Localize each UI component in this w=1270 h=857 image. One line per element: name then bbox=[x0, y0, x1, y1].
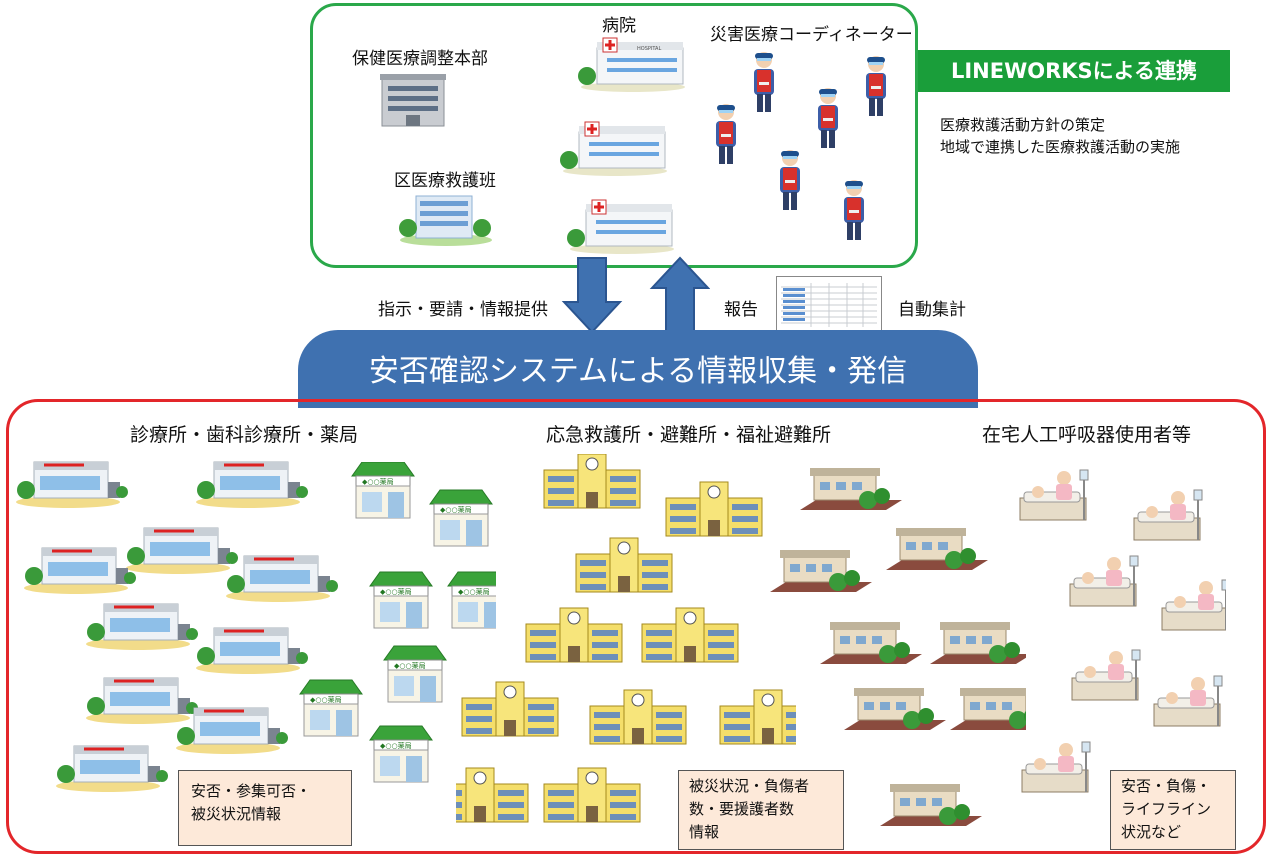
clinic-info-note: 安否・参集可否・ 被災状況情報 bbox=[178, 770, 352, 846]
home-ventilator-patients bbox=[1019, 469, 1226, 793]
home-note-line: ライフライン bbox=[1121, 800, 1212, 818]
shelter-info-note: 被災状況・負傷者 数・要援護者数 情報 bbox=[678, 770, 844, 850]
auto-aggregate-label: 自動集計 bbox=[898, 300, 966, 320]
shelter-note-line: 情報 bbox=[689, 823, 720, 841]
down-arrow-icon bbox=[561, 257, 623, 334]
shelters-header: 応急救護所・避難所・福祉避難所 bbox=[546, 424, 832, 446]
hq-building-icon bbox=[380, 74, 446, 127]
clinic-note-line: 被災状況情報 bbox=[191, 805, 282, 823]
home-note-line: 安否・負傷・ bbox=[1121, 777, 1212, 795]
hospital-icon: HOSPITAL bbox=[578, 37, 685, 92]
policy-line-1: 医療救護活動方針の策定 bbox=[940, 116, 1106, 134]
report-label: 報告 bbox=[724, 300, 758, 320]
rescue-team-label: 区医療救護班 bbox=[394, 171, 496, 191]
clinic-note-line: 安否・参集可否・ bbox=[191, 782, 312, 800]
home-note-line: 状況など bbox=[1121, 823, 1182, 841]
shelter-note-line: 数・要援護者数 bbox=[689, 800, 795, 818]
flow-arrows bbox=[561, 256, 710, 334]
hospital-sign: HOSPITAL bbox=[637, 46, 661, 52]
hospital-icon bbox=[560, 121, 667, 176]
coordinator-figures bbox=[716, 52, 886, 240]
field-sites-box bbox=[6, 399, 1266, 854]
lineworks-bar: LINEWORKSによる連携 bbox=[918, 50, 1230, 92]
coordination-group-box bbox=[310, 3, 918, 268]
up-arrow-icon bbox=[649, 256, 710, 333]
hq-label: 保健医療調整本部 bbox=[352, 49, 488, 69]
shelter-note-line: 被災状況・負傷者 bbox=[689, 777, 810, 795]
hospital-label: 病院 bbox=[602, 16, 636, 36]
policy-line-2: 地域で連携した医療救護活動の実施 bbox=[940, 138, 1181, 156]
home-info-note: 安否・負傷・ ライフライン 状況など bbox=[1110, 770, 1236, 850]
clinics-header: 診療所・歯科診療所・薬局 bbox=[130, 424, 359, 446]
instruction-label: 指示・要請・情報提供 bbox=[378, 300, 548, 320]
aggregate-table-thumbnail bbox=[776, 276, 882, 332]
safety-system-banner: 安否確認システムによる情報収集・発信 bbox=[298, 330, 978, 408]
home-ventilator-header: 在宅人工呼吸器使用者等 bbox=[982, 424, 1192, 446]
coordinator-label: 災害医療コーディネーター bbox=[710, 25, 913, 45]
rescue-team-building-icon bbox=[399, 195, 492, 246]
hospital-icon bbox=[567, 199, 674, 254]
